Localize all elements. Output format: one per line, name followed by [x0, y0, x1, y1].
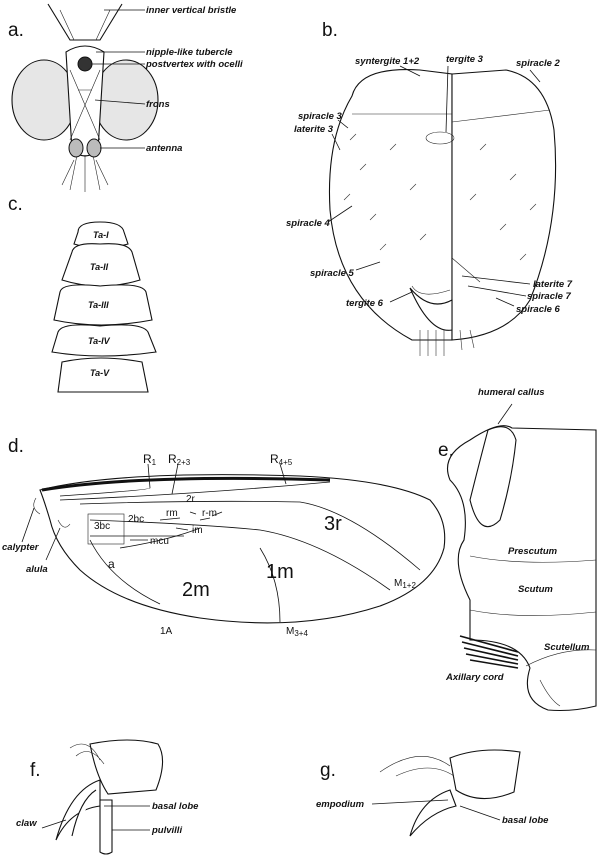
label-humeral-callus: humeral callus: [478, 387, 545, 398]
label-inner-vertical-bristle: inner vertical bristle: [146, 5, 237, 16]
label-laterite3: laterite 3: [294, 124, 334, 135]
wing-drawing: [21, 463, 446, 624]
cell-2m: 2m: [182, 579, 210, 601]
panel-label-b: b.: [322, 20, 338, 41]
head-drawing: [11, 3, 159, 192]
vein-mcu: mcu: [150, 536, 169, 547]
label-ta-1: Ta-I: [93, 230, 109, 240]
vein-im: im: [192, 525, 203, 536]
label-scutellum: Scutellum: [544, 642, 590, 653]
label-spiracle4: spiracle 4: [286, 218, 331, 229]
label-laterite7: laterite 7: [533, 279, 573, 290]
cell-2r: 2r: [186, 494, 196, 505]
label-ta-4: Ta-IV: [88, 336, 111, 346]
label-antenna: antenna: [146, 143, 182, 154]
label-axillary-cord: Axillary cord: [445, 672, 504, 683]
label-claw: claw: [16, 818, 37, 829]
vein-m12: M1+2: [394, 578, 416, 590]
vein-r23: R2+3: [168, 452, 191, 467]
tarsus-5: [57, 357, 149, 393]
panel-label-g: g.: [320, 760, 336, 781]
panel-label-e: e.: [438, 440, 454, 461]
label-spiracle7: spiracle 7: [527, 291, 572, 302]
label-basal-lobe-f: basal lobe: [152, 801, 199, 812]
cell-3r: 3r: [324, 513, 342, 535]
cell-2bc: 2bc: [128, 514, 144, 525]
label-spiracle6: spiracle 6: [516, 304, 561, 315]
label-basal-lobe-g: basal lobe: [502, 815, 549, 826]
label-syntergite: syntergite 1+2: [355, 56, 420, 67]
label-scutum: Scutum: [518, 584, 553, 595]
tarsus-4: [51, 324, 157, 357]
vein-r45: R4+5: [270, 452, 293, 467]
label-tergite6: tergite 6: [346, 298, 384, 309]
panel-label-f: f.: [30, 760, 41, 781]
vein-m34: M3+4: [286, 626, 308, 638]
label-spiracle3: spiracle 3: [298, 111, 343, 122]
label-frons: frons: [146, 99, 170, 110]
abdomen-drawing: [327, 65, 557, 356]
panel-label-a: a.: [8, 20, 24, 41]
label-postvertex: postvertex with ocelli: [145, 59, 243, 70]
label-nipple-tubercle: nipple-like tubercle: [146, 47, 233, 58]
label-tergite3: tergite 3: [446, 54, 484, 65]
vein-rm: rm: [166, 508, 178, 519]
cell-a: a: [108, 557, 115, 571]
label-ta-5: Ta-V: [90, 368, 110, 378]
label-empodium: empodium: [316, 799, 365, 810]
tarsi-drawing: [51, 221, 157, 393]
wing-membrane: [39, 474, 446, 624]
leg-g-drawing: [371, 749, 521, 837]
label-pulvilli: pulvilli: [151, 825, 182, 836]
panel-label-d: d.: [8, 436, 24, 457]
label-alula: alula: [26, 564, 48, 575]
ocelli: [77, 56, 93, 72]
label-prescutum: Prescutum: [508, 546, 558, 557]
cell-3bc: 3bc: [94, 521, 110, 532]
vein-r1: R1: [143, 452, 157, 467]
leg-f-drawing: [41, 739, 164, 855]
humeral-callus: [469, 426, 517, 528]
panel-label-c: c.: [8, 194, 23, 215]
label-spiracle5: spiracle 5: [310, 268, 355, 279]
left-compound-eye: [11, 59, 77, 141]
label-spiracle2: spiracle 2: [516, 58, 561, 69]
vein-1a: 1A: [160, 626, 173, 637]
thorax-drawing: [446, 403, 597, 712]
label-calypter: calypter: [2, 542, 40, 553]
label-ta-3: Ta-III: [88, 300, 109, 310]
cell-1m: 1m: [266, 561, 294, 583]
label-ta-2: Ta-II: [90, 262, 109, 272]
vein-r-m: r-m: [202, 508, 217, 519]
